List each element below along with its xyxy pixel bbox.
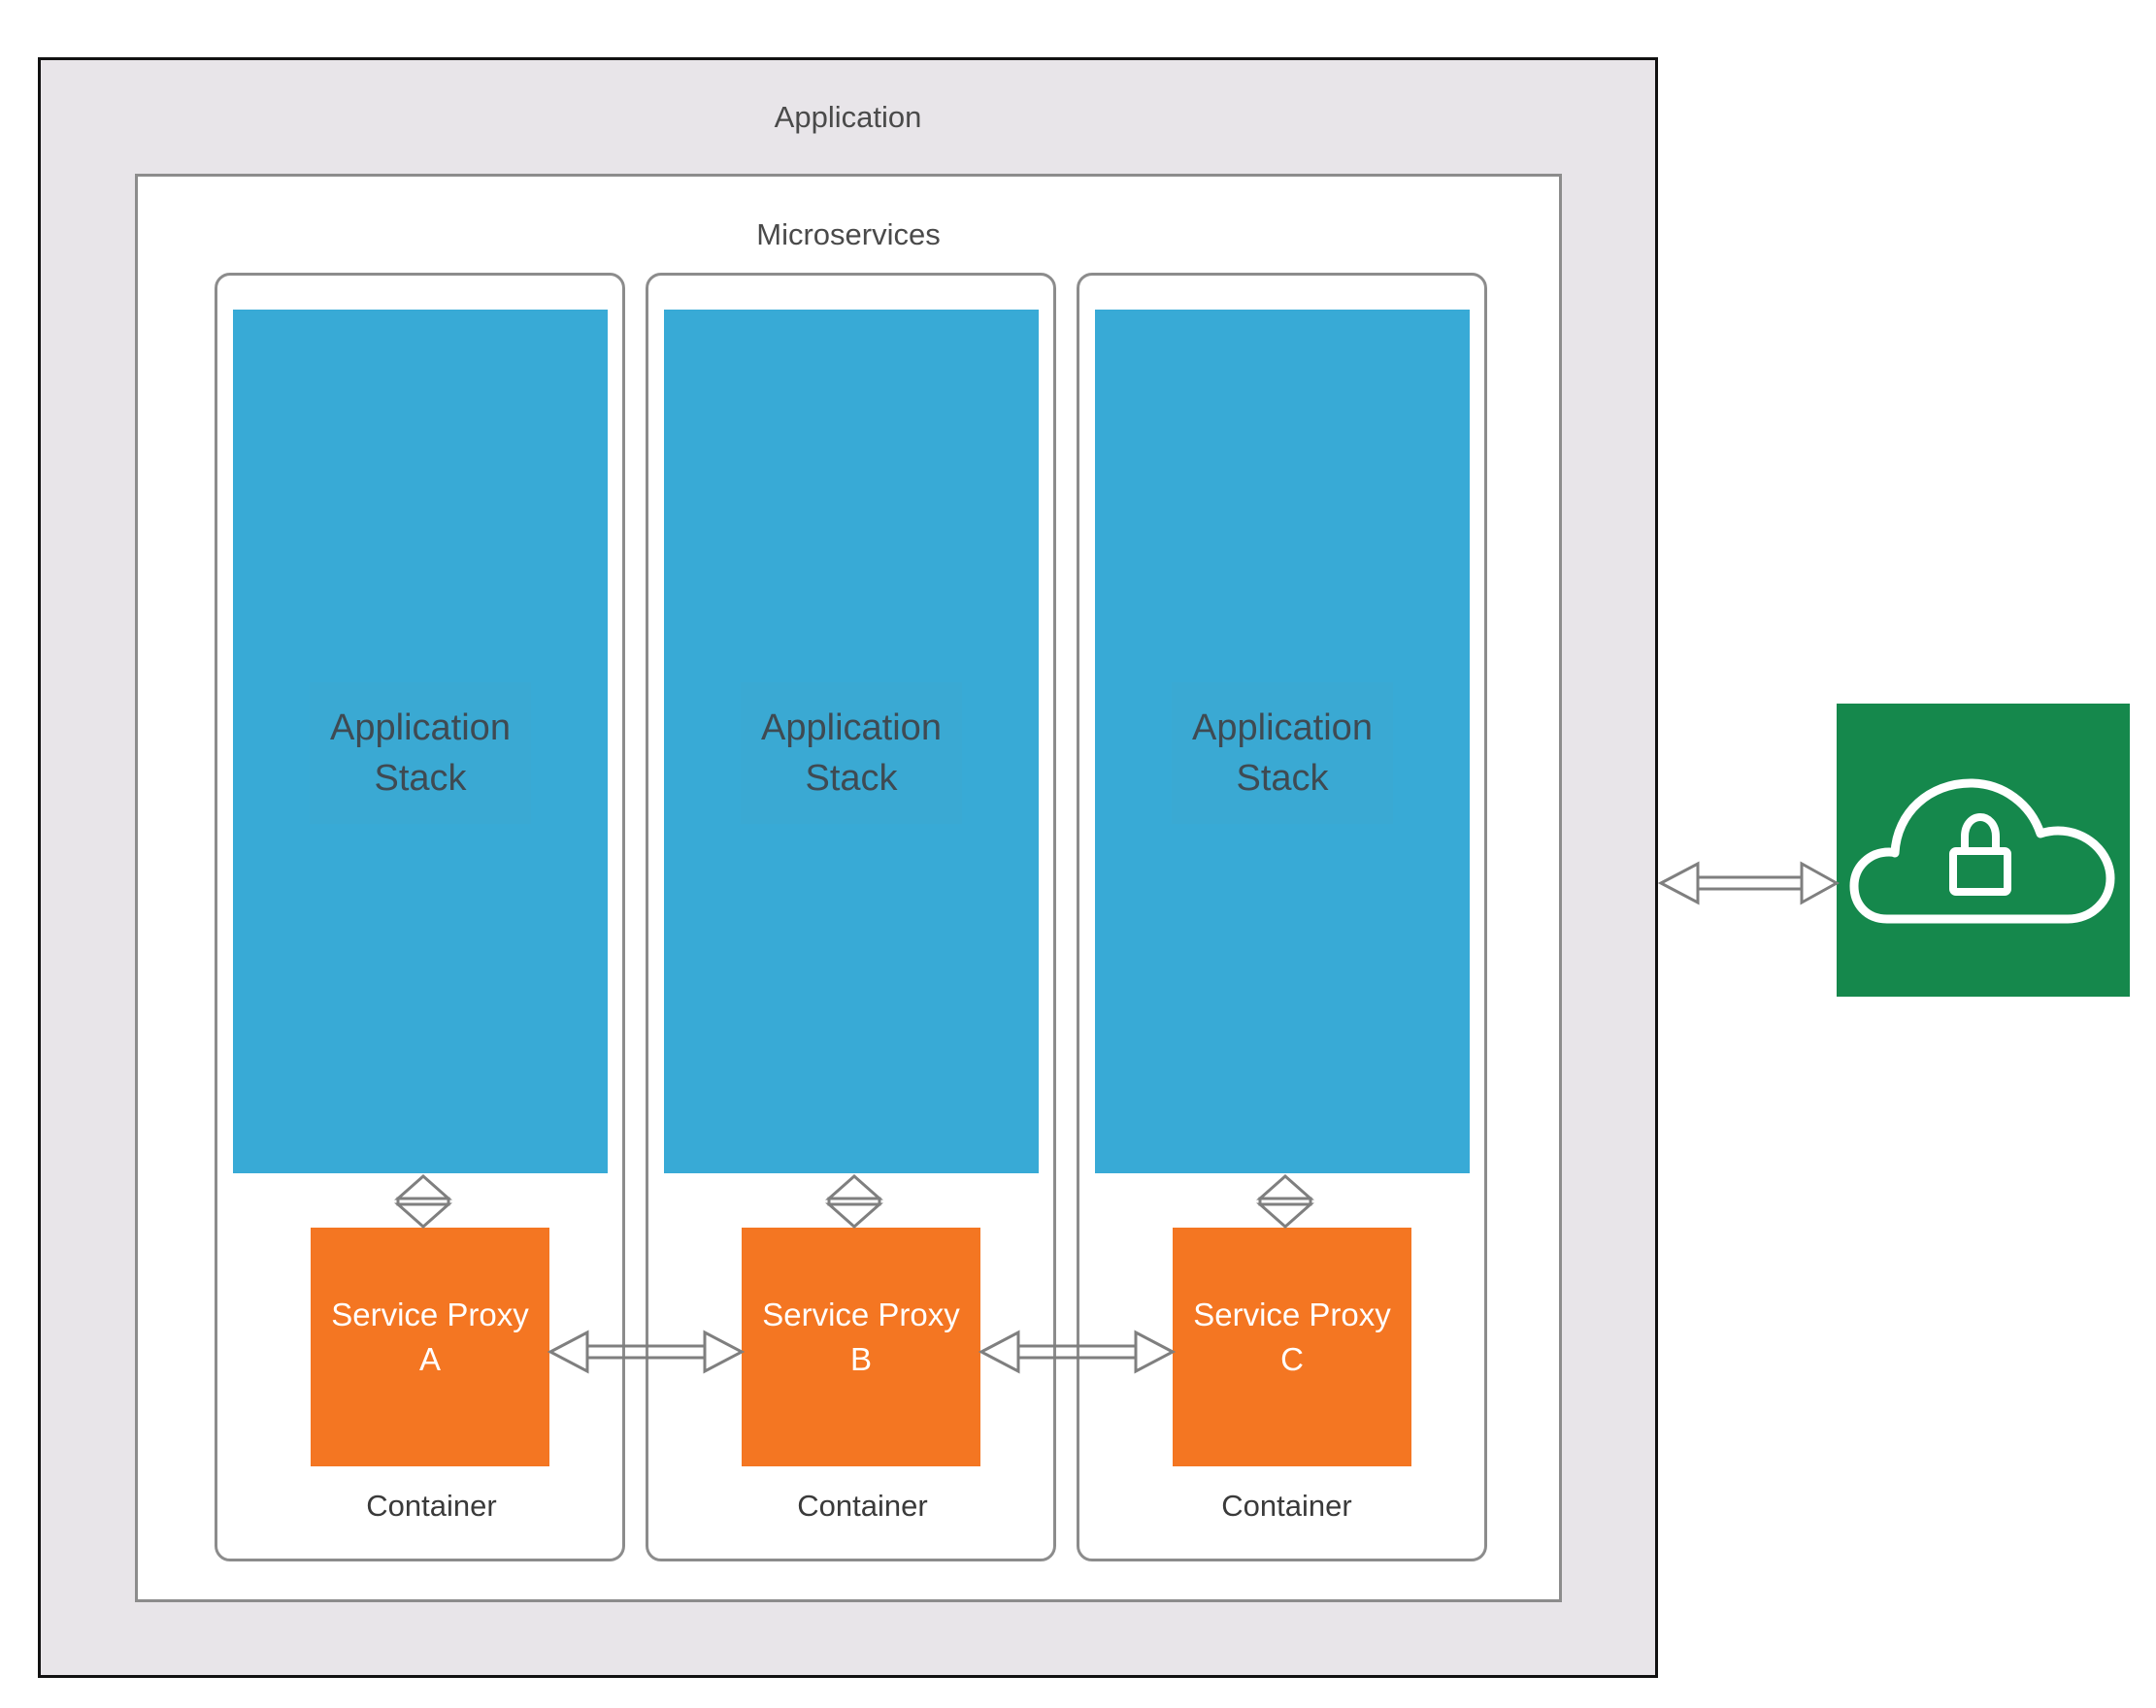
- connector-stack-proxy-c: [1256, 1173, 1314, 1230]
- container-a-label: Container: [366, 1489, 497, 1523]
- connector-application-cloud: [1657, 861, 1841, 905]
- container-c-label: Container: [1221, 1489, 1352, 1523]
- service-proxy-c: Service Proxy C: [1173, 1228, 1411, 1466]
- cloud-lock-icon: [1849, 778, 2115, 924]
- application-stack-c-label: Application Stack: [1172, 682, 1393, 824]
- connector-proxy-b-c: [978, 1330, 1177, 1374]
- application-title: Application: [774, 100, 922, 134]
- application-stack-b-label: Application Stack: [741, 682, 962, 824]
- service-proxy-b: Service Proxy B: [742, 1228, 980, 1466]
- connector-stack-proxy-a: [394, 1173, 452, 1230]
- microservices-title: Microservices: [756, 217, 941, 251]
- connector-stack-proxy-b: [825, 1173, 883, 1230]
- service-proxy-a: Service Proxy A: [311, 1228, 549, 1466]
- connector-proxy-a-b: [547, 1330, 746, 1374]
- application-stack-a-label: Application Stack: [310, 682, 531, 824]
- container-b-label: Container: [797, 1489, 928, 1523]
- cloud-security-tile: [1837, 704, 2130, 997]
